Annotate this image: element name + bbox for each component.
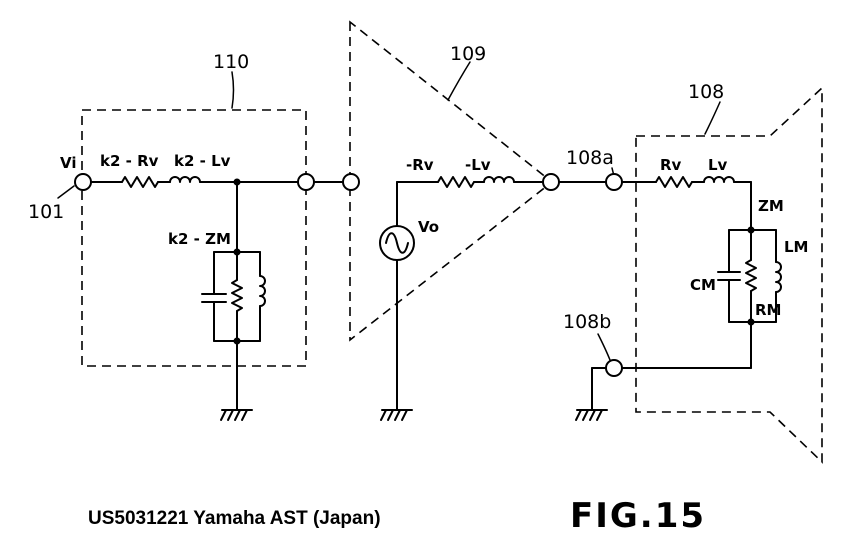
inductor-shunt bbox=[259, 275, 266, 307]
label-lm: LM bbox=[784, 238, 809, 256]
label-k2-rv: k2 - Rv bbox=[100, 152, 159, 170]
label-cm: CM bbox=[690, 276, 716, 294]
source-wave-icon bbox=[385, 232, 409, 254]
ref-101: 101 bbox=[28, 201, 64, 223]
output-terminal-110 bbox=[297, 173, 315, 191]
speaker-108-outline bbox=[635, 86, 823, 464]
patent-caption: US5031221 Yamaha AST (Japan) bbox=[88, 508, 381, 529]
ref-108a: 108a bbox=[566, 147, 614, 169]
junction-dot bbox=[747, 318, 755, 326]
ref-108b: 108b bbox=[563, 311, 611, 333]
ref-108: 108 bbox=[688, 81, 724, 103]
circuit-diagram: Vi k2 - Rv k2 - Lv k2 - ZM -Rv -Lv Vo Rv… bbox=[28, 20, 823, 464]
resistor-neg-rv bbox=[437, 176, 475, 188]
leader-101 bbox=[57, 185, 75, 199]
junction-dot bbox=[233, 248, 241, 256]
label-zm: ZM bbox=[758, 197, 784, 215]
leader-108b bbox=[597, 333, 611, 361]
label-rv: Rv bbox=[660, 156, 682, 174]
inductor-k2lv bbox=[169, 176, 201, 183]
resistor-rm bbox=[745, 259, 757, 292]
resistor-rv bbox=[655, 176, 693, 188]
label-rm: RM bbox=[755, 301, 781, 319]
label-k2-lv: k2 - Lv bbox=[174, 152, 231, 170]
junction-dot bbox=[747, 226, 755, 234]
inductor-lm bbox=[775, 261, 782, 293]
terminal-108a bbox=[605, 173, 623, 191]
leader-110 bbox=[231, 71, 235, 109]
input-terminal-101 bbox=[74, 173, 92, 191]
inductor-lv bbox=[703, 176, 735, 183]
junction-dot bbox=[233, 337, 241, 345]
leader-109 bbox=[447, 61, 471, 101]
terminal-108b bbox=[605, 359, 623, 377]
resistor-k2rv bbox=[121, 176, 159, 188]
ground-symbol bbox=[380, 409, 413, 421]
ref-110: 110 bbox=[213, 51, 249, 73]
resistor-shunt bbox=[231, 279, 243, 312]
amp-input-terminal bbox=[342, 173, 360, 191]
amp-output-terminal bbox=[542, 173, 560, 191]
label-vi: Vi bbox=[60, 154, 77, 172]
leader-108 bbox=[704, 101, 721, 135]
label-lv: Lv bbox=[708, 156, 728, 174]
ref-109: 109 bbox=[450, 43, 486, 65]
label-vo: Vo bbox=[418, 218, 439, 236]
ground-symbol bbox=[220, 409, 253, 421]
ground-symbol bbox=[575, 409, 608, 421]
label-neg-lv: -Lv bbox=[465, 156, 491, 174]
figure-number: FIG.15 bbox=[570, 496, 707, 536]
inductor-neg-lv bbox=[483, 176, 515, 183]
label-k2-zm: k2 - ZM bbox=[168, 230, 231, 248]
block-110-outline bbox=[81, 109, 307, 367]
label-neg-rv: -Rv bbox=[406, 156, 434, 174]
junction-dot bbox=[233, 178, 241, 186]
